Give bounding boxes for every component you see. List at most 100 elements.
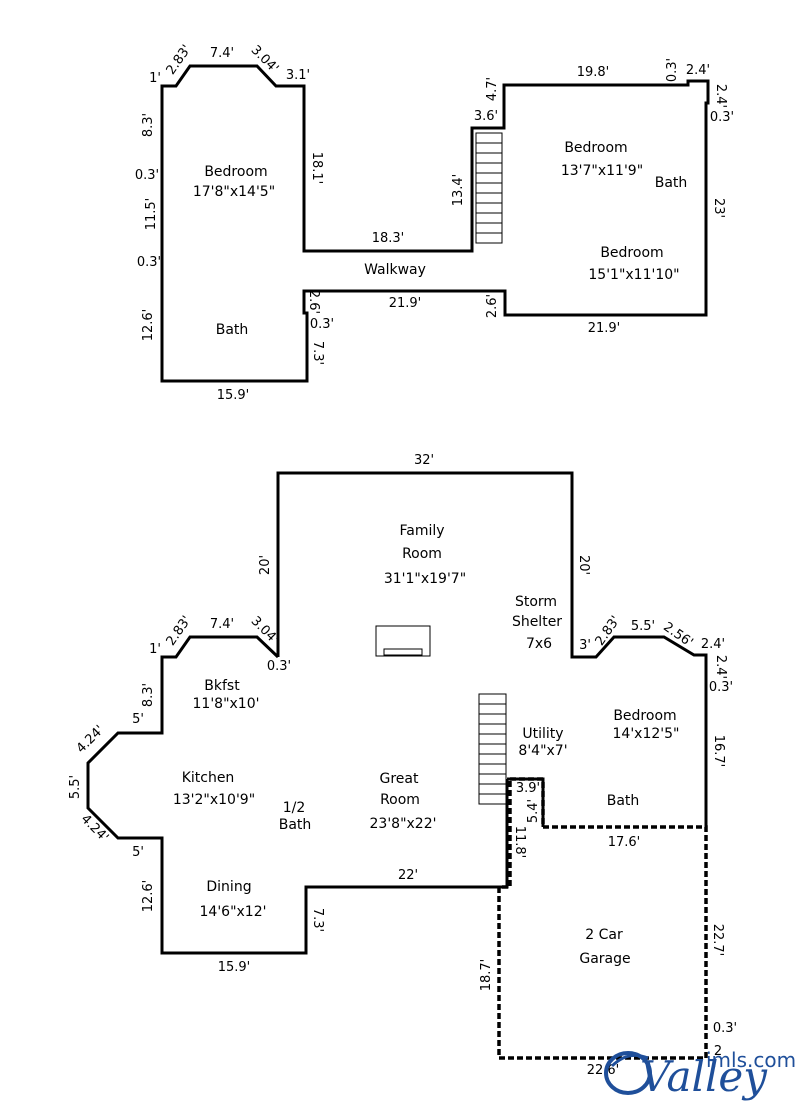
walkway-label: Walkway	[364, 262, 426, 278]
bedroom-left-label: Bedroom	[204, 164, 267, 180]
valley-logo-icon	[604, 1051, 652, 1095]
utility-label: Utility	[522, 726, 563, 742]
dim-label: 21.9'	[588, 321, 621, 336]
logo-domain: imls.com	[706, 1048, 797, 1072]
dim-label: 2	[714, 1044, 722, 1059]
dim-label: 0.3'	[709, 680, 733, 695]
great-room-label: Great	[380, 771, 419, 787]
bath-right-label: Bath	[655, 175, 688, 191]
bedroom-left-size: 17'8"x14'5"	[193, 184, 275, 200]
dim-label: 3.6'	[474, 109, 498, 124]
dim-label: 8.3'	[141, 683, 156, 707]
upper-left-wall	[160, 64, 710, 383]
dim-label: 2.4'	[701, 637, 725, 652]
garage-bath-wall	[510, 777, 708, 1042]
dim-label: 18.3'	[372, 231, 405, 246]
dining-label: Dining	[206, 879, 251, 895]
lower-main-wall	[86, 471, 708, 955]
great-room-size: 23'8"x22'	[370, 816, 437, 832]
dim-label: 7.3'	[310, 908, 325, 932]
dim-label: 1'	[149, 71, 161, 86]
garage-label: 2 Car	[585, 927, 623, 943]
kitchen-size: 13'2"x10'9"	[173, 792, 255, 808]
dim-label: 0.3'	[665, 58, 680, 82]
dim-label: 17.6'	[608, 835, 641, 850]
bkfst-size: 11'8"x10'	[193, 696, 260, 712]
family-room-size: 31'1"x19'7"	[384, 571, 466, 587]
bkfst-label: Bkfst	[204, 678, 240, 694]
dim-label: 1'	[149, 642, 161, 657]
dim-label: 32'	[414, 453, 434, 468]
dim-label: 0.3'	[267, 659, 291, 674]
dim-label: 21.9'	[389, 296, 422, 311]
dim-label: 18.1'	[309, 152, 324, 185]
bedroom-size: 14'x12'5"	[613, 726, 680, 742]
logo-wordmark: Valley	[640, 1052, 767, 1101]
bedroom-label: Bedroom	[613, 708, 676, 724]
dim-label: 7.3'	[310, 341, 325, 365]
dim-label: 15.9'	[217, 388, 250, 403]
dim-label: 7.4'	[210, 617, 234, 632]
fireplace-icon	[375, 625, 431, 657]
bedroom-right-top-label: Bedroom	[564, 140, 627, 156]
dining-size: 14'6"x12'	[200, 904, 267, 920]
dim-label: 12.6'	[141, 880, 156, 913]
dim-label: 20'	[258, 555, 273, 575]
dim-label: 16.7'	[711, 735, 726, 768]
dim-label: 4.24'	[74, 723, 108, 757]
dim-label: 5.4'	[526, 799, 541, 823]
garage-wall	[497, 781, 708, 1060]
dim-label: 22'	[398, 868, 418, 883]
upper-stairs	[475, 132, 503, 244]
storm-shelter-size: 7x6	[526, 636, 552, 652]
dim-label: 5'	[132, 712, 144, 727]
dim-label: 0.3'	[135, 168, 159, 183]
storm-shelter-label: Storm	[515, 594, 557, 610]
lower-stairs	[478, 693, 507, 805]
dim-label: 5.5'	[68, 775, 83, 799]
dim-label: 2.4'	[686, 63, 710, 78]
dim-label: 2.6'	[306, 290, 321, 314]
dim-label: 23'	[711, 198, 726, 218]
bath-label: Bath	[607, 793, 640, 809]
dim-label: 2.83'	[593, 613, 624, 648]
dim-label: 11.8'	[512, 826, 527, 859]
dim-label: 3.1'	[286, 68, 310, 83]
kitchen-label: Kitchen	[182, 770, 235, 786]
dim-label: 20'	[576, 555, 591, 575]
bedroom-right-bottom-size: 15'1"x11'10"	[588, 267, 679, 283]
dim-label: 15.9'	[218, 960, 251, 975]
dim-label: 13.4'	[451, 174, 466, 207]
great-room-label-2: Room	[380, 792, 420, 808]
utility-size: 8'4"x7'	[518, 743, 567, 759]
dim-label: 8.3'	[141, 113, 156, 137]
dim-label: 0.3'	[310, 317, 334, 332]
lower-floor: Family Room 31'1"x19'7" Storm Shelter 7x…	[68, 453, 737, 1078]
dim-label: 22.6'	[587, 1063, 620, 1078]
dim-label: 3'	[579, 638, 591, 653]
dim-label: 3.9'	[516, 781, 540, 796]
garage-label-2: Garage	[579, 951, 630, 967]
family-room-label: Family	[399, 523, 444, 539]
half-bath-label: 1/2	[283, 800, 306, 816]
storm-shelter-label-2: Shelter	[512, 614, 562, 630]
bedroom-right-top-size: 13'7"x11'9"	[561, 163, 643, 179]
upper-floor: Bedroom 17'8"x14'5" Bath Walkway Bedroom…	[135, 42, 734, 403]
dim-label: 7.4'	[210, 46, 234, 61]
dim-label: 12.6'	[141, 309, 156, 342]
dim-label: 0.3'	[710, 110, 734, 125]
dim-label: 2.83'	[164, 613, 195, 648]
dim-label: 18.7'	[479, 959, 494, 992]
half-bath-label-2: Bath	[279, 817, 312, 833]
dim-label: 2.4'	[713, 655, 728, 679]
dim-label: 0.3'	[137, 255, 161, 270]
dim-label: 0.3'	[713, 1021, 737, 1036]
dim-label: 19.8'	[577, 65, 610, 80]
dim-label: 11.5'	[144, 198, 159, 231]
dim-label: 3.04'	[248, 43, 282, 77]
dim-label: 5'	[132, 845, 144, 860]
dim-label: 2.4'	[713, 84, 728, 108]
dim-label: 4.7'	[485, 77, 500, 101]
dim-label: 5.5'	[631, 619, 655, 634]
